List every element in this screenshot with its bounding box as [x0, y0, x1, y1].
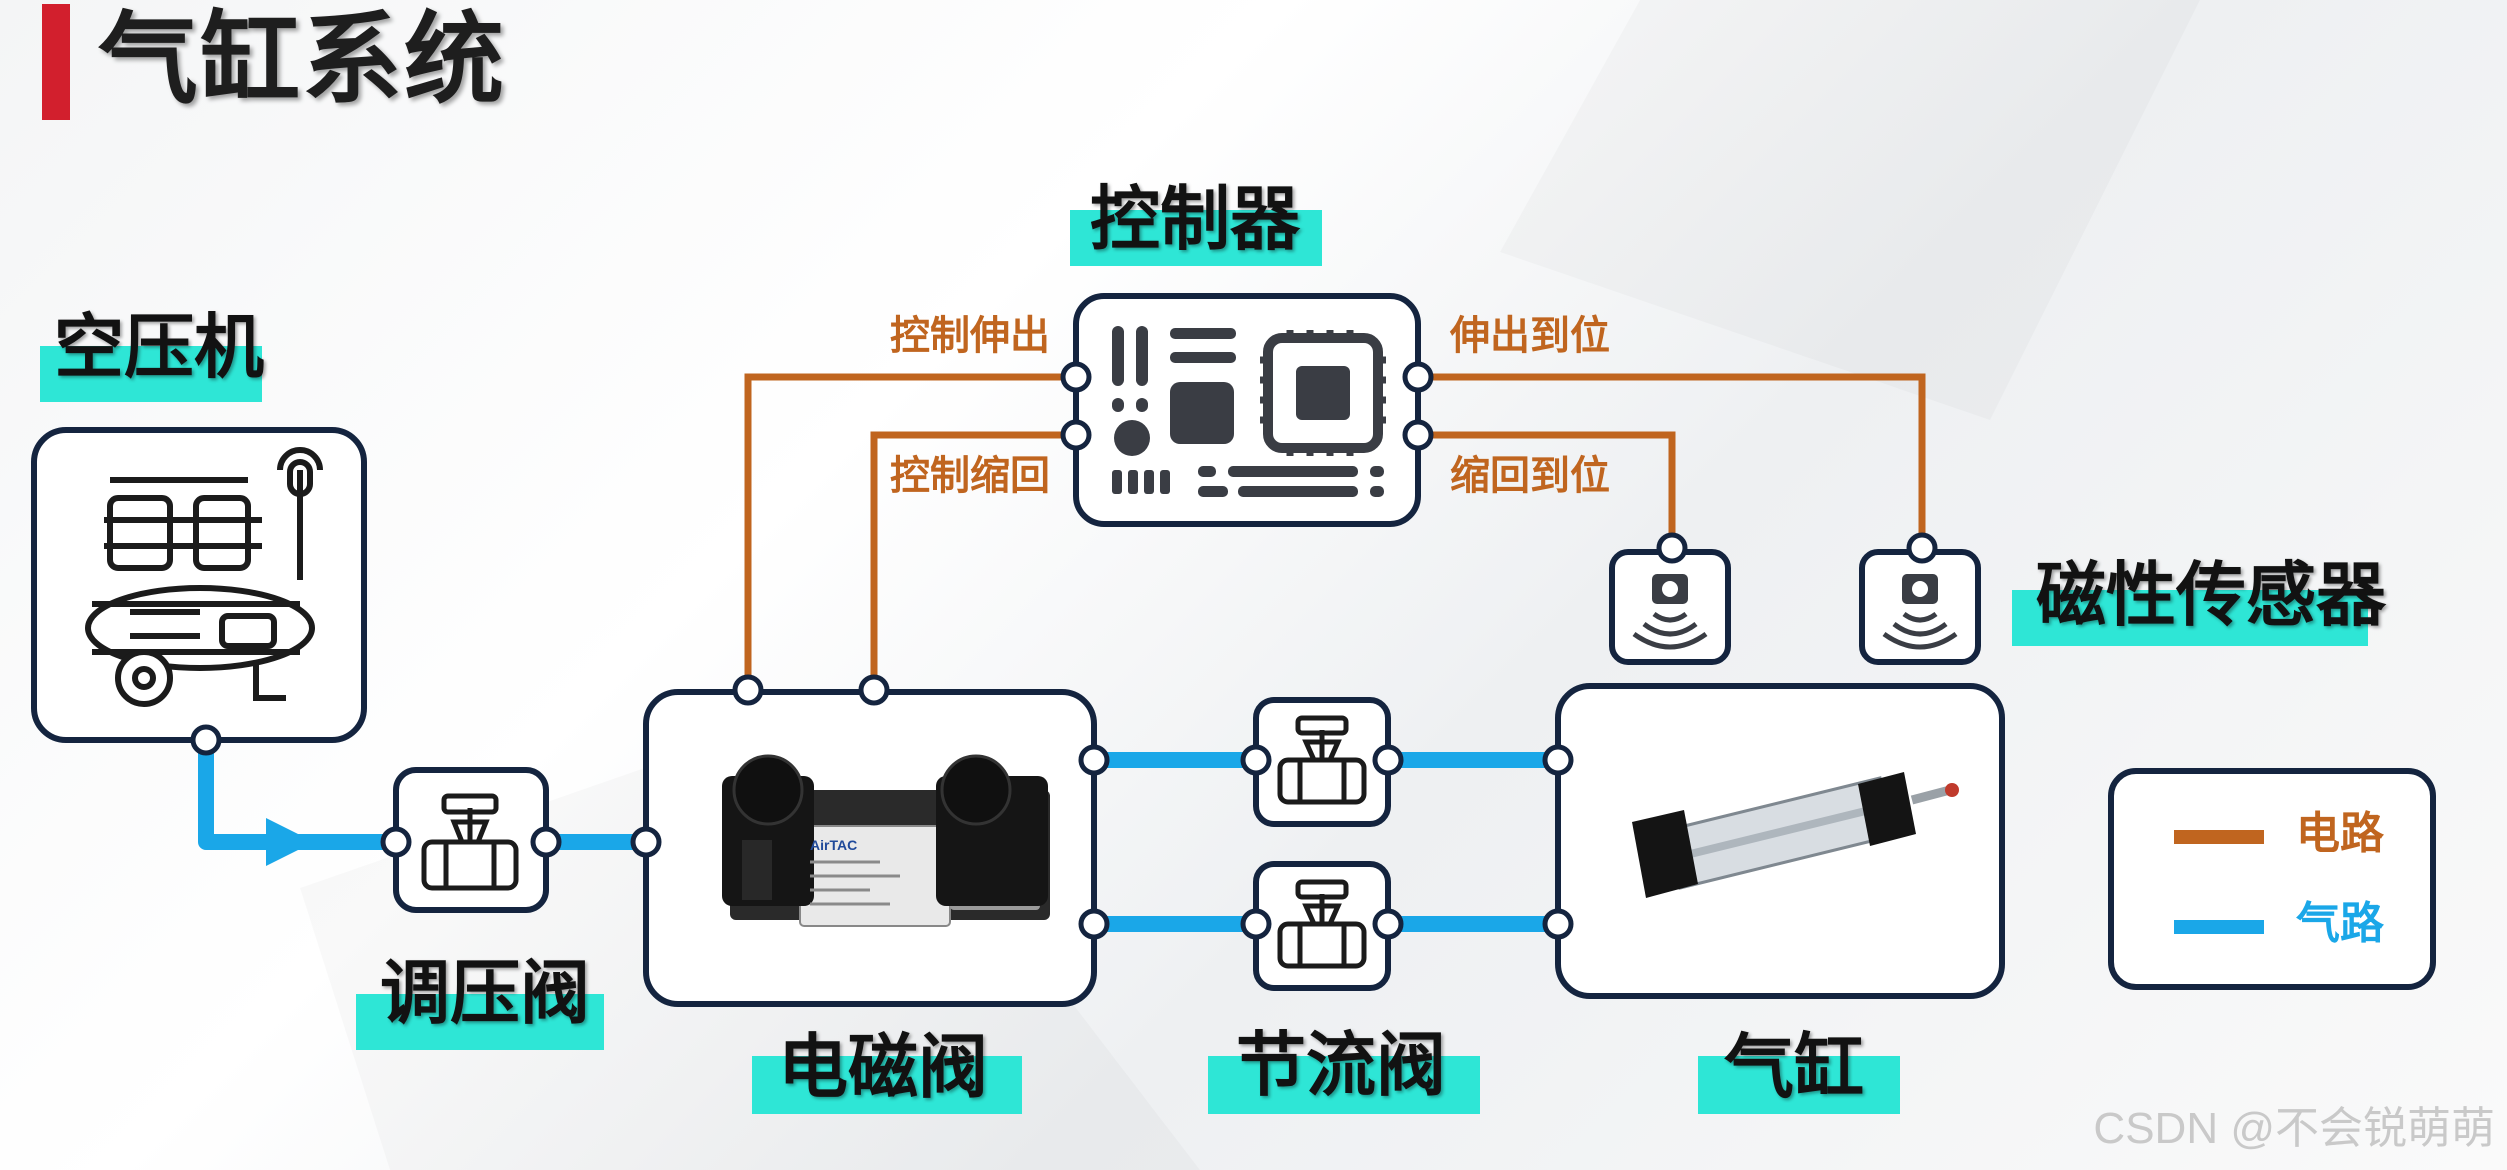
air-cylinder-image	[1632, 772, 1959, 898]
circuit-line-extend-done	[1418, 373, 1926, 548]
circuit-line-extend-control	[744, 373, 1076, 690]
label-magnetic-sensor: 磁性传感器	[2012, 560, 2386, 646]
sensor-icon	[1902, 574, 1938, 604]
circuit-line-retract-done	[1418, 431, 1676, 548]
signal-extend-done: 伸出到位	[1450, 313, 1610, 359]
valve-icon	[421, 793, 519, 891]
sensor-icon	[1652, 574, 1688, 604]
circuit-lines	[744, 373, 1926, 690]
connection-ports	[190, 361, 1938, 940]
air-line-compressor-to-regulator	[198, 740, 386, 850]
signal-extend-control: 控制伸出	[890, 313, 1050, 359]
throttle-valve-top-box	[1253, 697, 1391, 827]
label-throttle-valve: 节流阀	[1208, 1030, 1480, 1114]
solenoid-valve-box: AirTAC	[643, 689, 1097, 1007]
signal-retract-control: 控制缩回	[890, 453, 1050, 499]
legend-air-label: 气路	[2296, 898, 2384, 949]
page-title: 气缸系统	[98, 1, 506, 118]
valve-icon	[1277, 715, 1367, 805]
controller-box	[1073, 293, 1421, 527]
label-compressor: 空压机	[40, 312, 264, 402]
valve-brand-text: AirTAC	[810, 837, 857, 853]
legend-air-swatch	[2174, 920, 2264, 934]
solenoid-valve-image: AirTAC	[722, 754, 1050, 927]
air-compressor-icon	[85, 447, 323, 707]
controller-board-icon	[1112, 326, 1386, 497]
magnetic-sensor-extend-box	[1859, 549, 1981, 665]
throttle-valve-bottom-box	[1253, 861, 1391, 991]
legend-circuit-swatch	[2174, 830, 2264, 844]
circuit-line-retract-control	[870, 431, 1076, 690]
legend: 电路 气路	[2108, 768, 2436, 990]
signal-retract-done: 缩回到位	[1450, 453, 1610, 499]
label-solenoid-valve: 电磁阀	[752, 1032, 1022, 1114]
valve-icon	[1277, 879, 1367, 969]
label-controller: 控制器	[1070, 184, 1322, 266]
flow-arrow-icon	[266, 818, 314, 866]
legend-circuit-label: 电路	[2296, 808, 2384, 859]
label-cylinder: 气缸	[1698, 1032, 1900, 1114]
air-lines	[198, 740, 1558, 932]
cylinder-box	[1555, 683, 2005, 999]
label-pressure-valve: 调压阀	[356, 958, 604, 1050]
watermark: CSDN @不会锐萌萌	[2093, 1104, 2495, 1153]
pressure-valve-box	[393, 767, 549, 913]
compressor-box	[31, 427, 367, 743]
magnetic-sensor-retract-box	[1609, 549, 1731, 665]
title-accent-bar	[42, 4, 70, 120]
